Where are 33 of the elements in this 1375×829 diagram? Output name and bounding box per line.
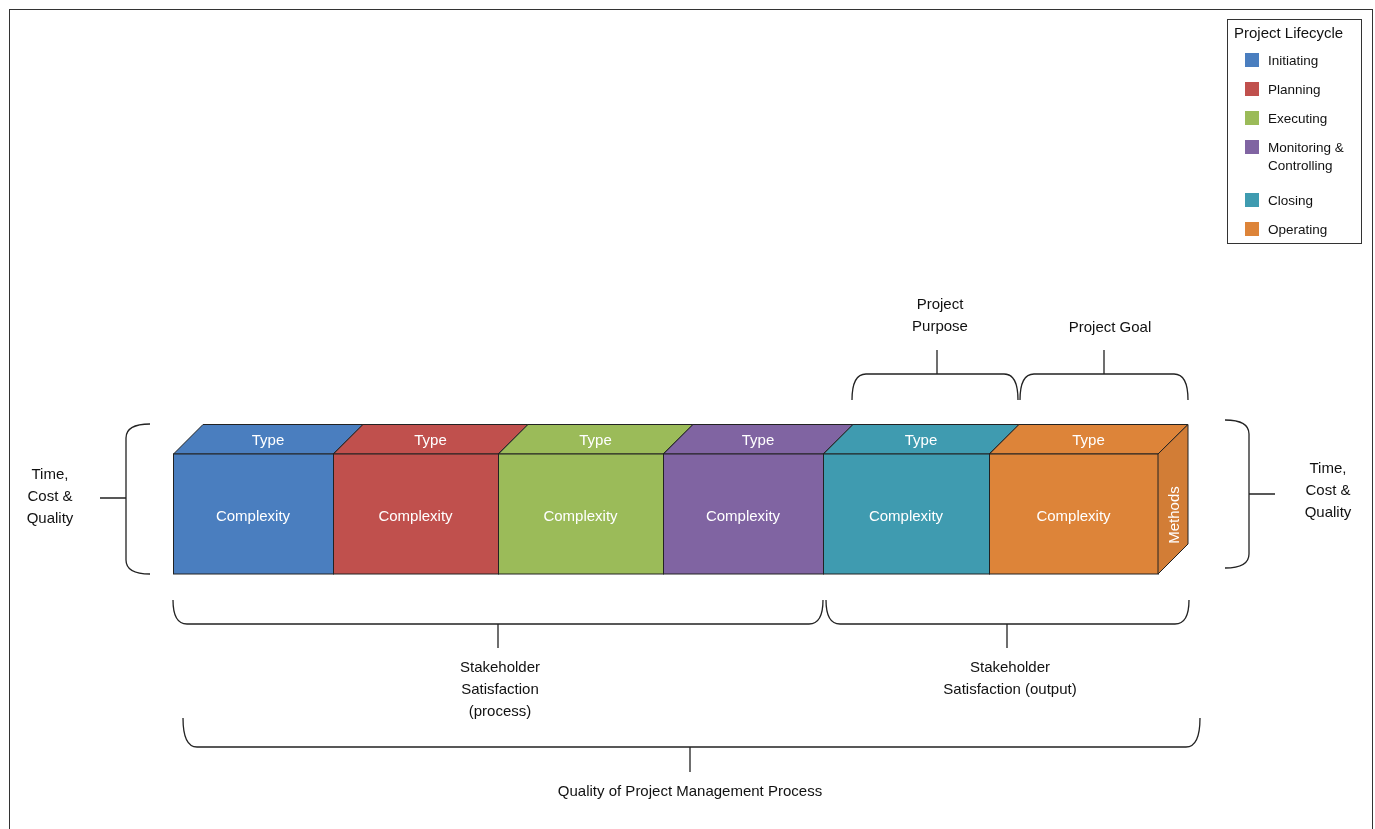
brace-label: Project Goal xyxy=(1067,317,1153,337)
type-label: Type xyxy=(1072,430,1105,448)
type-label: Type xyxy=(414,430,447,448)
complexity-label: Complexity xyxy=(1036,506,1111,523)
legend-label: Planning xyxy=(1268,81,1322,99)
methods-label: Methods xyxy=(1164,485,1182,544)
brace-label: Quality of Project Management Process xyxy=(556,781,824,801)
complexity-label: Complexity xyxy=(215,506,291,523)
type-label: Type xyxy=(741,430,775,448)
brace-label: Stakeholder Satisfaction (output) xyxy=(942,657,1078,699)
legend-label: Monitoring & Controlling xyxy=(1268,139,1345,175)
phase-cube xyxy=(173,424,364,575)
phase-cube xyxy=(498,424,694,575)
brace-label: Stakeholder Satisfaction (process) xyxy=(458,657,542,721)
phase-cube xyxy=(989,424,1189,575)
type-label: Type xyxy=(904,430,938,448)
legend-title: Project Lifecycle xyxy=(1234,23,1344,43)
brace-label: Time, Cost & Quality xyxy=(1303,458,1353,522)
legend-label: Closing xyxy=(1268,192,1315,210)
phase-cube xyxy=(333,424,529,575)
complexity-label: Complexity xyxy=(868,506,944,523)
legend-label: Executing xyxy=(1268,110,1329,128)
complexity-label: Complexity xyxy=(378,506,453,523)
legend-label: Operating xyxy=(1268,221,1329,239)
phase-cube xyxy=(823,424,1020,575)
brace-label: Time, Cost & Quality xyxy=(25,464,75,528)
type-label: Type xyxy=(579,430,612,448)
legend-label: Initiating xyxy=(1268,52,1320,70)
type-label: Type xyxy=(251,430,285,448)
complexity-label: Complexity xyxy=(543,506,618,523)
brace-label: Project Purpose xyxy=(911,294,969,336)
complexity-label: Complexity xyxy=(705,506,781,523)
phase-cube xyxy=(663,424,854,575)
